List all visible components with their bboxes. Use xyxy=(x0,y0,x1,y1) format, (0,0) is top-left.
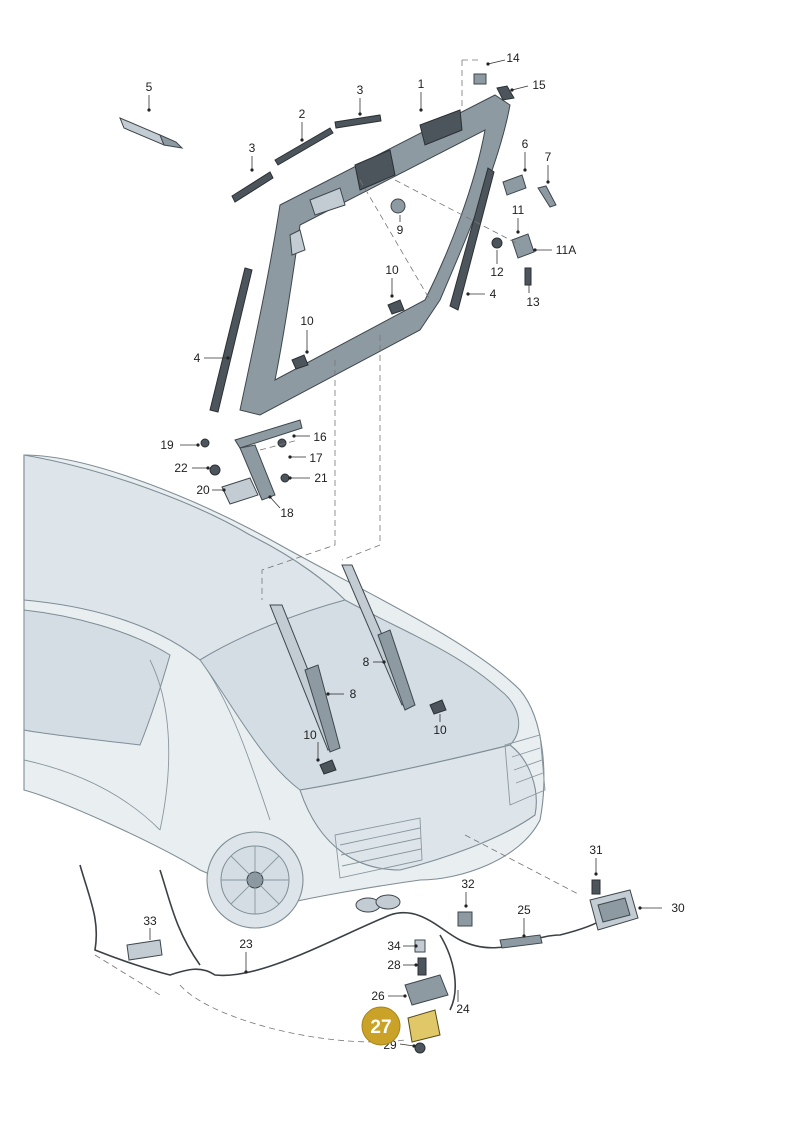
callout-8: 8 xyxy=(363,655,370,669)
callout-25: 25 xyxy=(517,903,531,917)
callout-labels: 1 2 3 3 4 4 5 6 7 9 10 10 11 11A 12 13 1… xyxy=(143,51,685,1052)
callout-17: 17 xyxy=(309,451,323,465)
callout-15: 15 xyxy=(532,78,546,92)
callout-32: 32 xyxy=(461,877,475,891)
label-33 xyxy=(126,939,163,961)
callout-7: 7 xyxy=(545,150,552,164)
callout-leaders xyxy=(147,59,662,1048)
callout-24: 24 xyxy=(456,1002,470,1016)
bolt-14 xyxy=(473,73,487,85)
clip-32 xyxy=(457,911,473,927)
callout-16: 16 xyxy=(313,430,327,444)
callout-4: 4 xyxy=(194,351,201,365)
nut-29 xyxy=(414,1042,426,1054)
buffer-15 xyxy=(496,85,515,101)
highlight-badge xyxy=(361,1006,401,1046)
buffer-10d xyxy=(429,699,447,715)
callout-11a: 11A xyxy=(556,243,576,257)
callout-10: 10 xyxy=(300,314,314,328)
callout-20: 20 xyxy=(196,483,210,497)
callout-21: 21 xyxy=(314,471,328,485)
callout-10: 10 xyxy=(303,728,317,742)
callout-10: 10 xyxy=(385,263,399,277)
callout-33: 33 xyxy=(143,914,157,928)
bolt-13 xyxy=(524,267,532,286)
callout-2: 2 xyxy=(299,107,306,121)
car-body xyxy=(23,454,546,929)
side-grille-4-right xyxy=(449,167,495,311)
lock-11 xyxy=(511,233,535,259)
callout-34: 34 xyxy=(387,939,401,953)
hinge-assembly xyxy=(200,419,303,505)
vent-grille-2 xyxy=(274,127,334,166)
engine-lid xyxy=(239,94,511,416)
part-27 xyxy=(407,1009,441,1043)
gas-strut-right xyxy=(341,564,416,711)
cable-tie-25 xyxy=(499,934,543,949)
callout-3: 3 xyxy=(249,141,256,155)
callout-4: 4 xyxy=(490,287,497,301)
buffer-10a xyxy=(387,299,405,315)
bolt-34 xyxy=(414,939,426,953)
callout-3: 3 xyxy=(357,83,364,97)
callout-28: 28 xyxy=(387,958,401,972)
callout-1: 1 xyxy=(418,77,425,91)
highlight-callout-27[interactable]: 27 xyxy=(361,1006,401,1046)
callout-23: 23 xyxy=(239,937,253,951)
callout-12: 12 xyxy=(490,265,504,279)
callout-10: 10 xyxy=(433,723,447,737)
bumper-9 xyxy=(390,198,406,214)
callout-19: 19 xyxy=(160,438,174,452)
bolt-28 xyxy=(417,957,427,976)
callout-9: 9 xyxy=(397,223,404,237)
vent-grille-3a xyxy=(334,114,382,129)
gas-strut-left xyxy=(269,604,341,753)
callout-6: 6 xyxy=(522,137,529,151)
vent-grille-3b xyxy=(231,171,274,203)
callout-5: 5 xyxy=(146,80,153,94)
callout-26: 26 xyxy=(371,989,385,1003)
callout-11: 11 xyxy=(512,203,525,217)
grease-tube xyxy=(119,117,184,149)
callout-31: 31 xyxy=(589,843,603,857)
bracket-26 xyxy=(404,974,449,1006)
nut-12 xyxy=(491,237,503,249)
clip-6 xyxy=(502,174,527,196)
callout-13: 13 xyxy=(526,295,540,309)
callout-22: 22 xyxy=(174,461,188,475)
callout-30: 30 xyxy=(671,901,685,915)
callout-18: 18 xyxy=(280,506,294,520)
buffer-10c xyxy=(319,759,337,775)
highlight-label: 27 xyxy=(370,1017,391,1038)
side-grille-4-left xyxy=(209,267,253,413)
reference-lines xyxy=(94,59,581,1043)
buffer-10b xyxy=(291,354,309,370)
bolt-31 xyxy=(591,879,601,895)
screw-7 xyxy=(537,185,557,208)
callout-8: 8 xyxy=(350,687,357,701)
release-cable-24 xyxy=(159,869,456,1011)
callout-14: 14 xyxy=(506,51,520,65)
lock-30 xyxy=(589,889,639,931)
